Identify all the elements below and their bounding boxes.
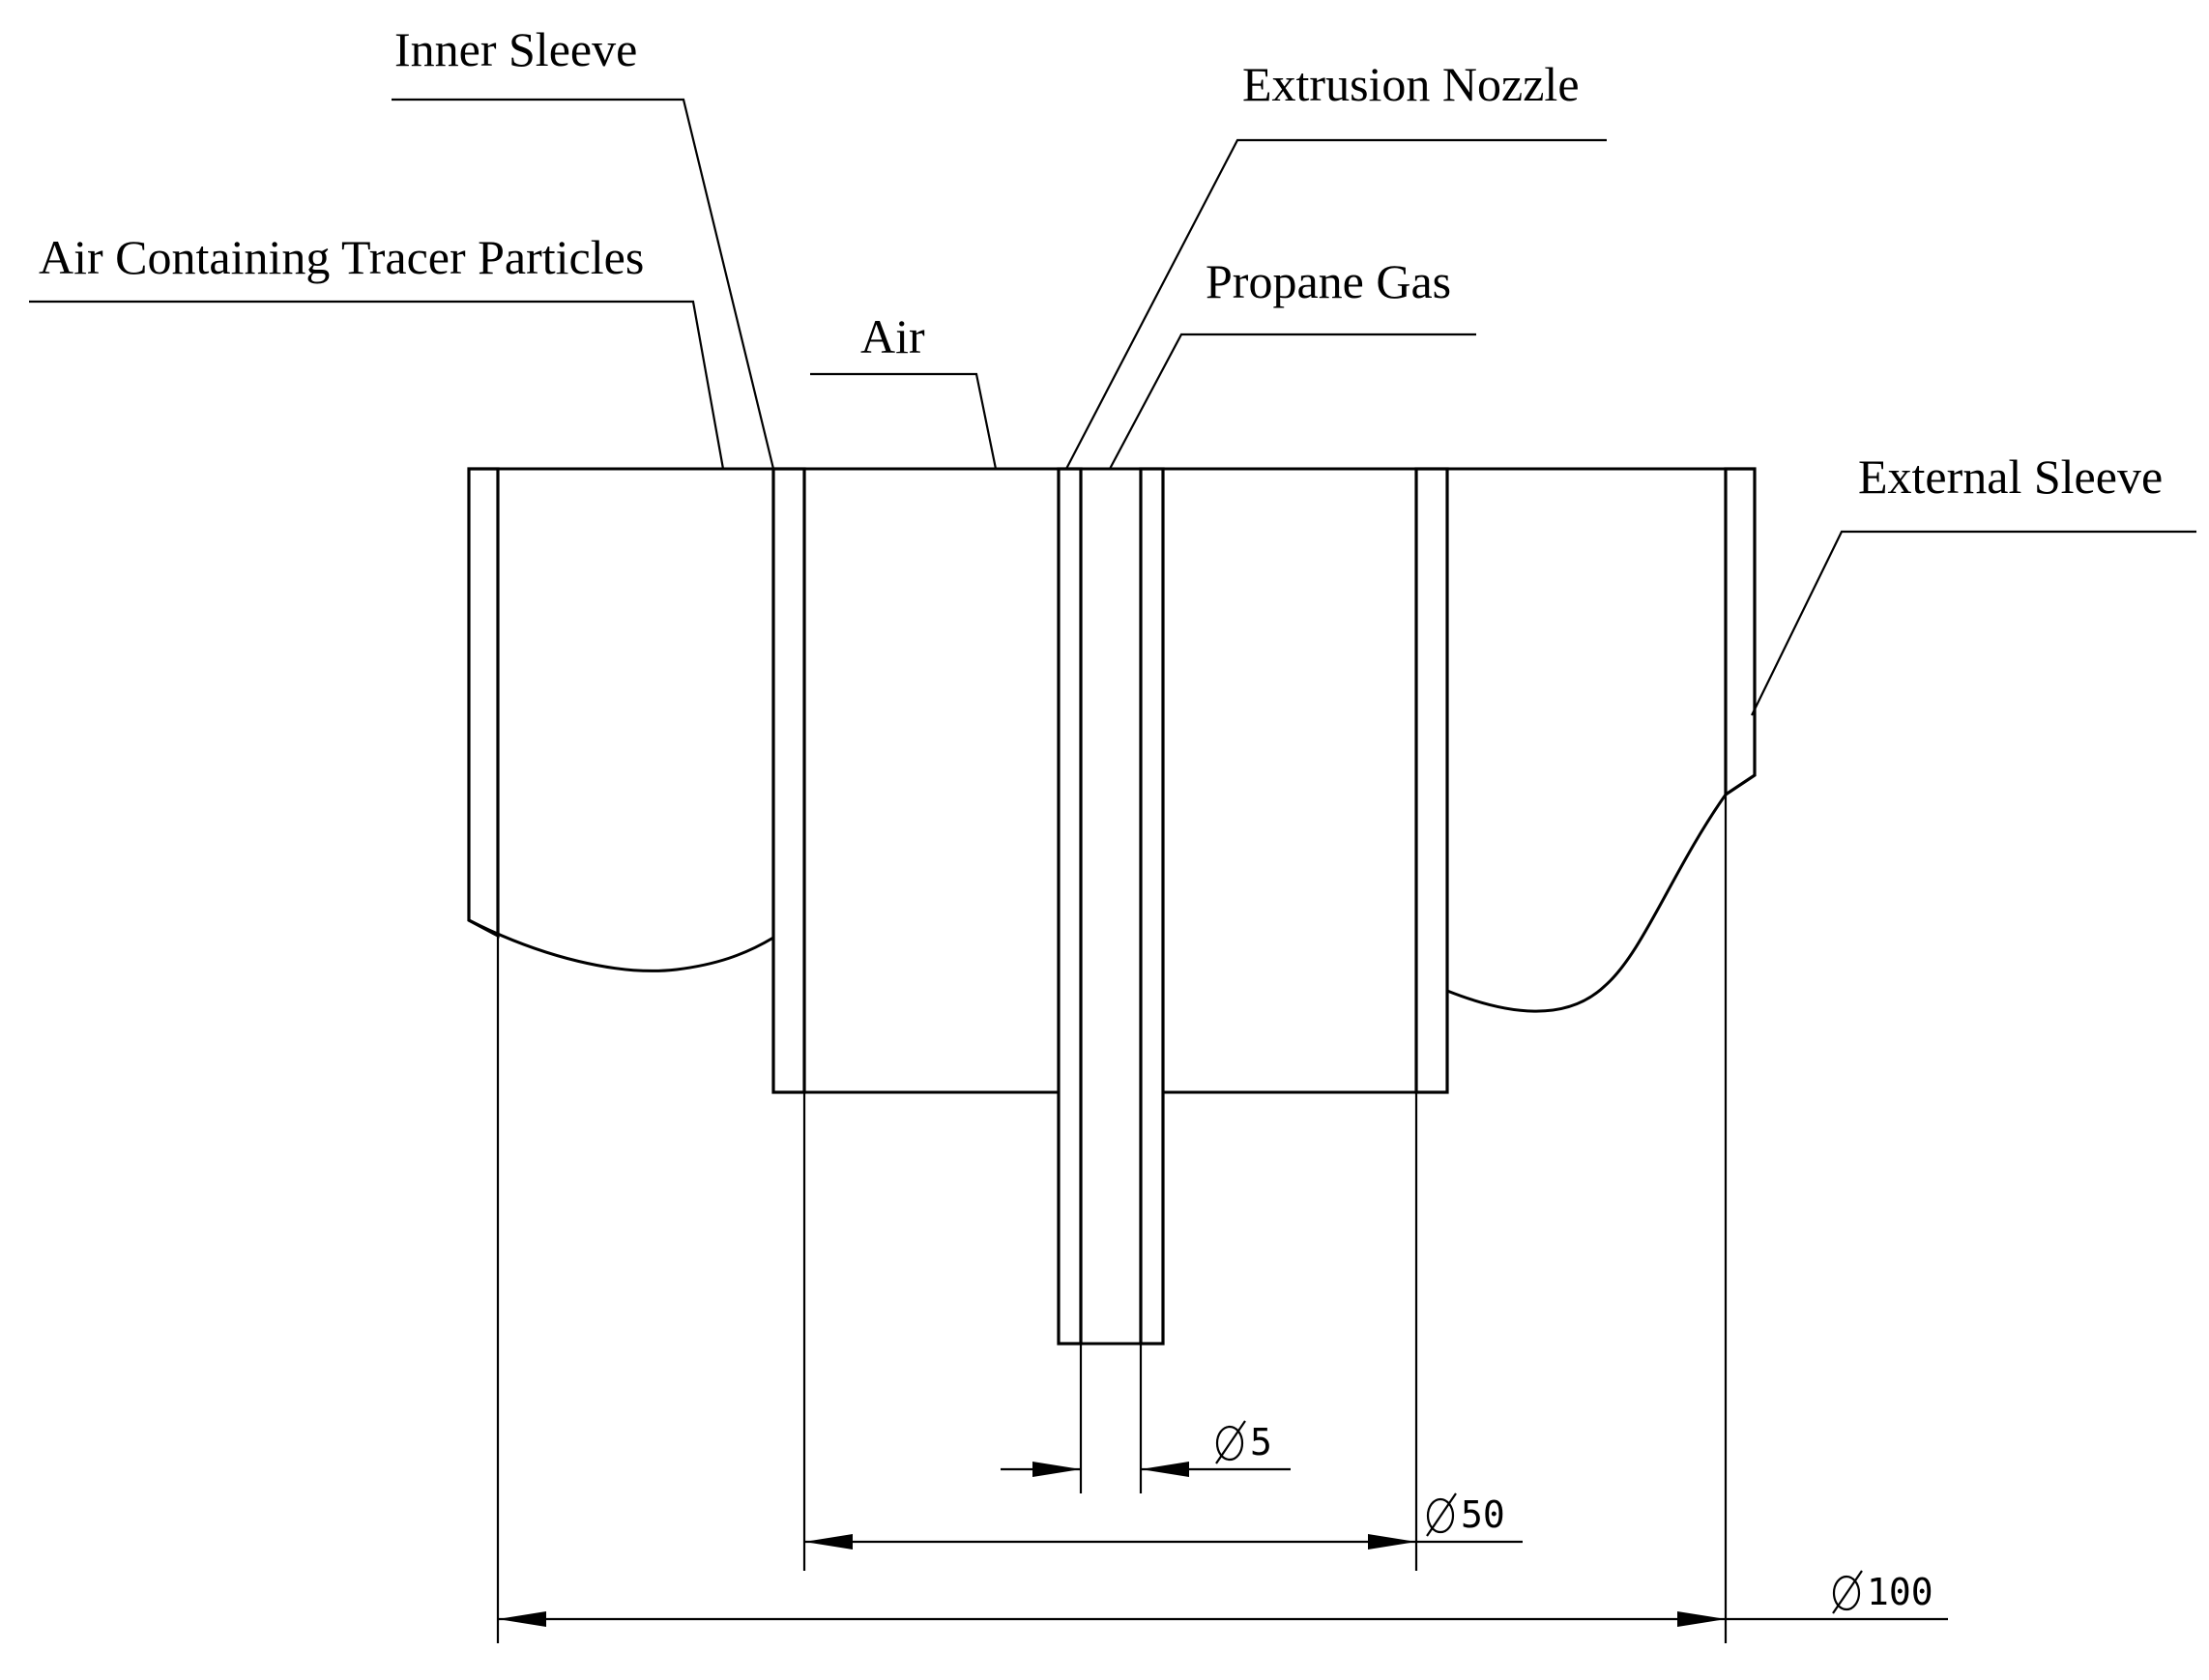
- dimension-inner: 50: [804, 1492, 1523, 1550]
- diameter-icon: [1426, 1492, 1457, 1537]
- leader-inner-sleeve: [392, 98, 775, 470]
- label-air: Air: [860, 309, 925, 363]
- diameter-icon: [1215, 1420, 1246, 1464]
- dimension-inner-label: 50: [1461, 1493, 1505, 1536]
- diameter-icon: [1832, 1570, 1863, 1614]
- leader-external-sleeve: [1751, 530, 2196, 716]
- leader-propane-gas: [1109, 333, 1476, 470]
- inner-sleeve-left-wall: [771, 467, 806, 1094]
- dimension-outer-label: 100: [1867, 1571, 1933, 1613]
- external-sleeve-left-wall: [467, 467, 500, 939]
- extrusion-nozzle-left-wall: [1057, 467, 1083, 1346]
- left-break-curve: [468, 918, 774, 972]
- right-break-curve: [1446, 794, 1728, 1013]
- label-air-tracer: Air Containing Tracer Particles: [39, 230, 644, 284]
- dimension-nozzle-label: 5: [1250, 1421, 1272, 1463]
- external-sleeve-right-wall: [1724, 467, 1757, 797]
- inner-sleeve-right-wall: [1414, 467, 1449, 1094]
- dimension-nozzle: 5: [1001, 1420, 1291, 1477]
- label-external-sleeve: External Sleeve: [1858, 449, 2163, 504]
- label-inner-sleeve: Inner Sleeve: [394, 22, 637, 76]
- label-propane-gas: Propane Gas: [1206, 254, 1451, 308]
- leader-extrusion-nozzle: [1065, 138, 1607, 470]
- leader-air: [810, 372, 998, 470]
- dimension-outer: 100: [498, 1570, 1948, 1627]
- label-extrusion-nozzle: Extrusion Nozzle: [1242, 57, 1580, 111]
- leader-air-tracer: [29, 300, 725, 470]
- extrusion-nozzle-right-wall: [1139, 467, 1165, 1346]
